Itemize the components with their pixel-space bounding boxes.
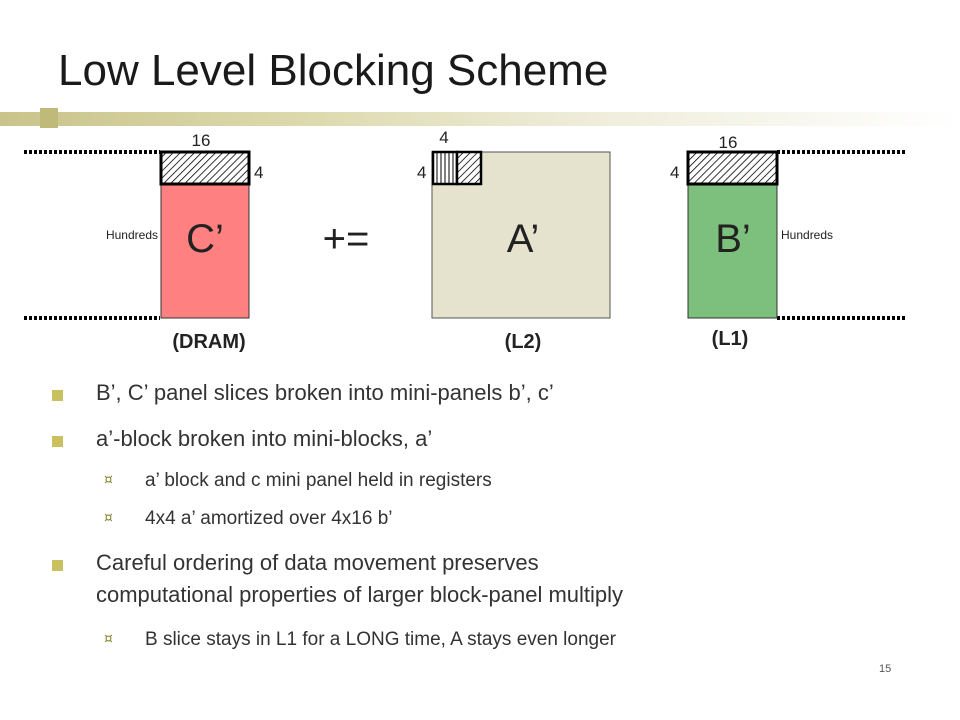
a-width-label: 4 — [439, 128, 448, 147]
right-hundreds-label: Hundreds — [781, 228, 833, 242]
b-memory-label: (L1) — [712, 328, 749, 350]
b-width-label: 16 — [719, 133, 738, 152]
a-block-label: A’ — [507, 217, 540, 261]
sub-bullet-marker: ¤ — [104, 472, 113, 488]
c-memory-label: (DRAM) — [172, 331, 245, 353]
c-width-label: 16 — [192, 131, 211, 150]
b-block-label: B’ — [715, 217, 751, 261]
b-mini-panel — [686, 150, 779, 186]
a-memory-label: (L2) — [505, 331, 542, 353]
bullet-marker — [52, 436, 63, 447]
sub-bullet-item: 4x4 a’ amortized over 4x16 b’ — [145, 508, 393, 529]
bullet-item: B’, C’ panel slices broken into mini-pan… — [96, 380, 554, 405]
bullet-item-continuation: computational properties of larger block… — [96, 582, 624, 607]
operator-label: += — [323, 217, 370, 261]
sub-bullet-item: B slice stays in L1 for a LONG time, A s… — [145, 629, 616, 650]
bullet-item: Careful ordering of data movement preser… — [96, 550, 539, 575]
slide-title: Low Level Blocking Scheme — [58, 46, 609, 95]
c-block-label: C’ — [186, 217, 224, 261]
a-height-label: 4 — [417, 163, 426, 182]
left-hundreds-label: Hundreds — [106, 228, 158, 242]
bullet-marker — [52, 560, 63, 571]
title-accent-bar — [0, 112, 960, 126]
sub-bullet-item: a’ block and c mini panel held in regist… — [145, 470, 492, 491]
c-height-label: 4 — [254, 163, 263, 182]
bullet-marker — [52, 390, 63, 401]
bullet-item: a’-block broken into mini-blocks, a’ — [96, 426, 433, 451]
b-height-label: 4 — [670, 163, 679, 182]
a-mini-block — [455, 150, 483, 186]
sub-bullet-marker: ¤ — [104, 631, 113, 647]
page-number: 15 — [879, 663, 892, 675]
sub-bullet-marker: ¤ — [104, 510, 113, 526]
a-mini-block-striped — [431, 150, 459, 186]
c-mini-panel — [159, 150, 251, 186]
title-accent-square — [40, 108, 58, 128]
blocking-diagram: C’ += A’ B’ 16 4 4 4 16 4 Hundreds Hundr… — [24, 128, 907, 353]
